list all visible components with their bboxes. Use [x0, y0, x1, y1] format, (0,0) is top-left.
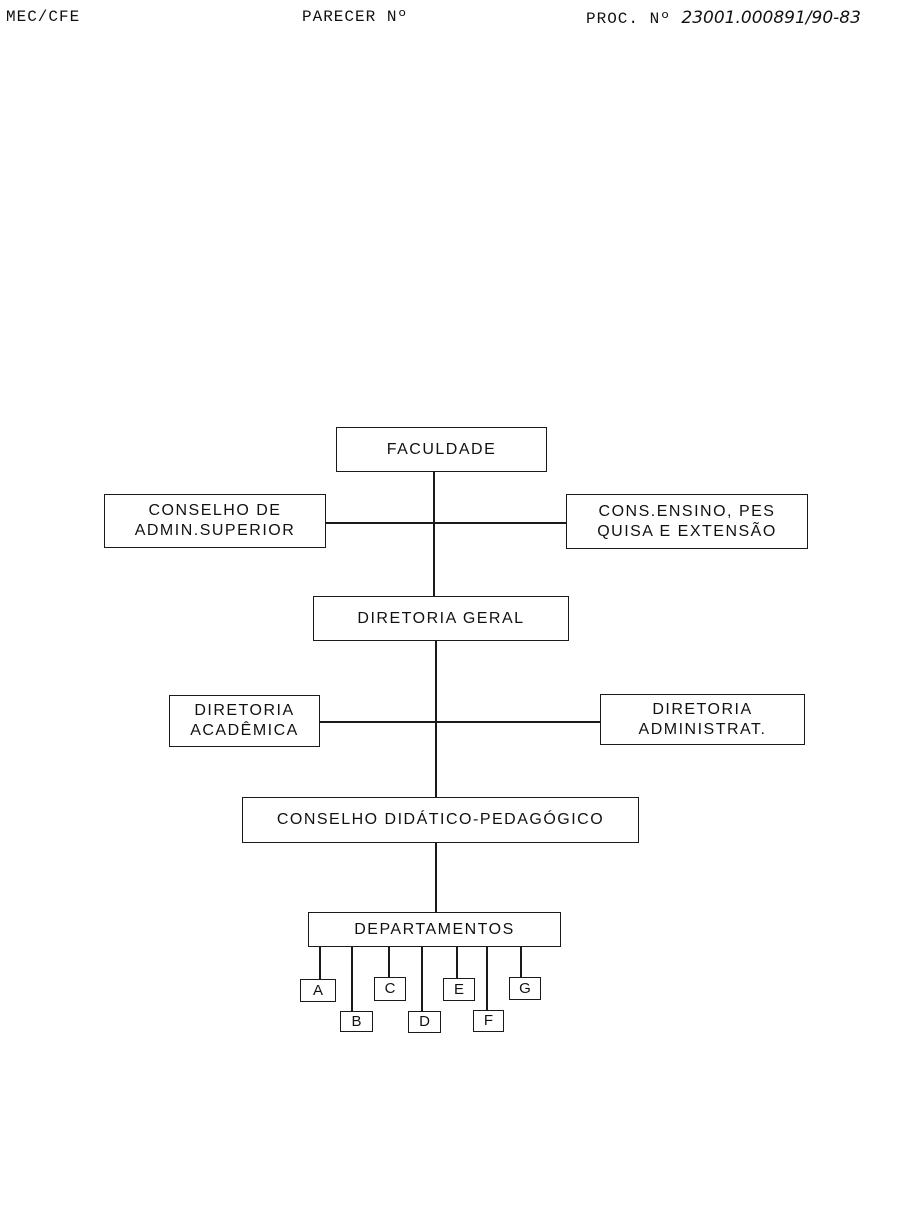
box-departamentos: DEPARTAMENTOS: [308, 912, 561, 947]
dept-box-c: C: [374, 977, 406, 1001]
label-conselho-admin-superior: CONSELHO DE ADMIN.SUPERIOR: [135, 501, 296, 541]
label-diretoria-geral: DIRETORIA GERAL: [357, 609, 524, 629]
dept-label-d: D: [419, 1012, 430, 1032]
box-diretoria-administrat: DIRETORIA ADMINISTRAT.: [600, 694, 805, 745]
dept-label-f: F: [484, 1011, 493, 1031]
box-faculdade: FACULDADE: [336, 427, 547, 472]
dept-label-g: G: [519, 979, 531, 999]
dept-label-a: A: [313, 981, 323, 1001]
box-diretoria-geral: DIRETORIA GERAL: [313, 596, 569, 641]
label-diretoria-academica: DIRETORIA ACADÊMICA: [190, 701, 299, 741]
dept-label-e: E: [454, 980, 464, 1000]
dept-box-f: F: [473, 1010, 504, 1032]
dept-box-b: B: [340, 1011, 373, 1032]
box-conselho-admin-superior: CONSELHO DE ADMIN.SUPERIOR: [104, 494, 326, 548]
dept-label-b: B: [351, 1012, 361, 1032]
dept-label-c: C: [385, 979, 396, 999]
label-diretoria-administrat: DIRETORIA ADMINISTRAT.: [639, 700, 767, 740]
label-cons-ensino: CONS.ENSINO, PES QUISA E EXTENSÃO: [597, 502, 777, 542]
dept-box-e: E: [443, 978, 475, 1001]
dept-box-d: D: [408, 1011, 441, 1033]
box-cons-ensino: CONS.ENSINO, PES QUISA E EXTENSÃO: [566, 494, 808, 549]
label-faculdade: FACULDADE: [387, 440, 497, 460]
dept-box-g: G: [509, 977, 541, 1000]
box-diretoria-academica: DIRETORIA ACADÊMICA: [169, 695, 320, 747]
dept-box-a: A: [300, 979, 336, 1002]
box-conselho-didatico-pedagogico: CONSELHO DIDÁTICO-PEDAGÓGICO: [242, 797, 639, 843]
label-departamentos: DEPARTAMENTOS: [354, 920, 515, 940]
label-conselho-didatico-pedagogico: CONSELHO DIDÁTICO-PEDAGÓGICO: [277, 810, 604, 830]
